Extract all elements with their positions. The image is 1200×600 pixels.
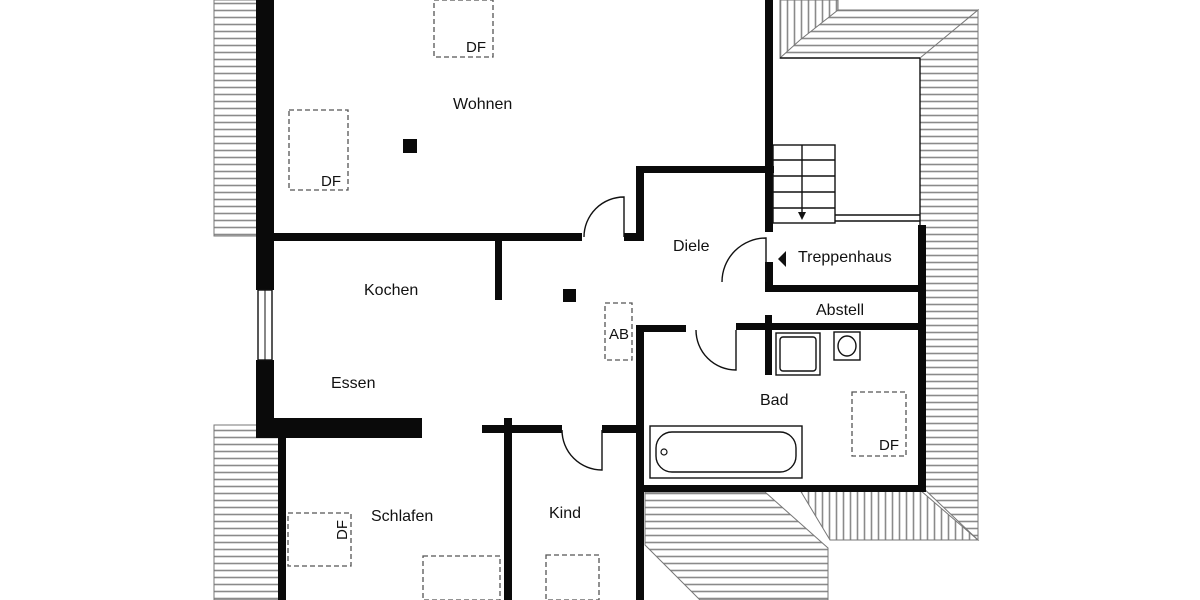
room-label-kochen: Kochen — [364, 282, 418, 299]
skylights — [287, 0, 907, 600]
skylight-label: DF — [334, 520, 351, 540]
skylight-label: DF — [466, 39, 486, 56]
support-post — [403, 139, 417, 153]
staircase — [772, 57, 921, 225]
room-label-wohnen: Wohnen — [453, 96, 512, 113]
room-label-essen: Essen — [331, 375, 375, 392]
shower-tray — [775, 332, 821, 376]
bathtub — [649, 425, 803, 479]
walls — [256, 0, 926, 600]
room-label-abstell: Abstell — [816, 302, 864, 319]
support-post — [563, 289, 576, 302]
room-label-treppenhaus: Treppenhaus — [798, 249, 892, 266]
room-label-bad: Bad — [760, 392, 788, 409]
skylight-label: DF — [879, 437, 899, 454]
doors — [561, 196, 767, 471]
skylight-label: DF — [321, 173, 341, 190]
room-label-schlafen: Schlafen — [371, 508, 433, 525]
ab-label: AB — [609, 326, 629, 343]
washbasin — [833, 331, 861, 361]
roof-hatching — [213, 0, 980, 600]
room-label-diele: Diele — [673, 238, 710, 255]
room-label-kind: Kind — [549, 505, 581, 522]
entrance-arrow-icon — [778, 251, 786, 267]
bathroom-fixtures — [649, 331, 861, 479]
